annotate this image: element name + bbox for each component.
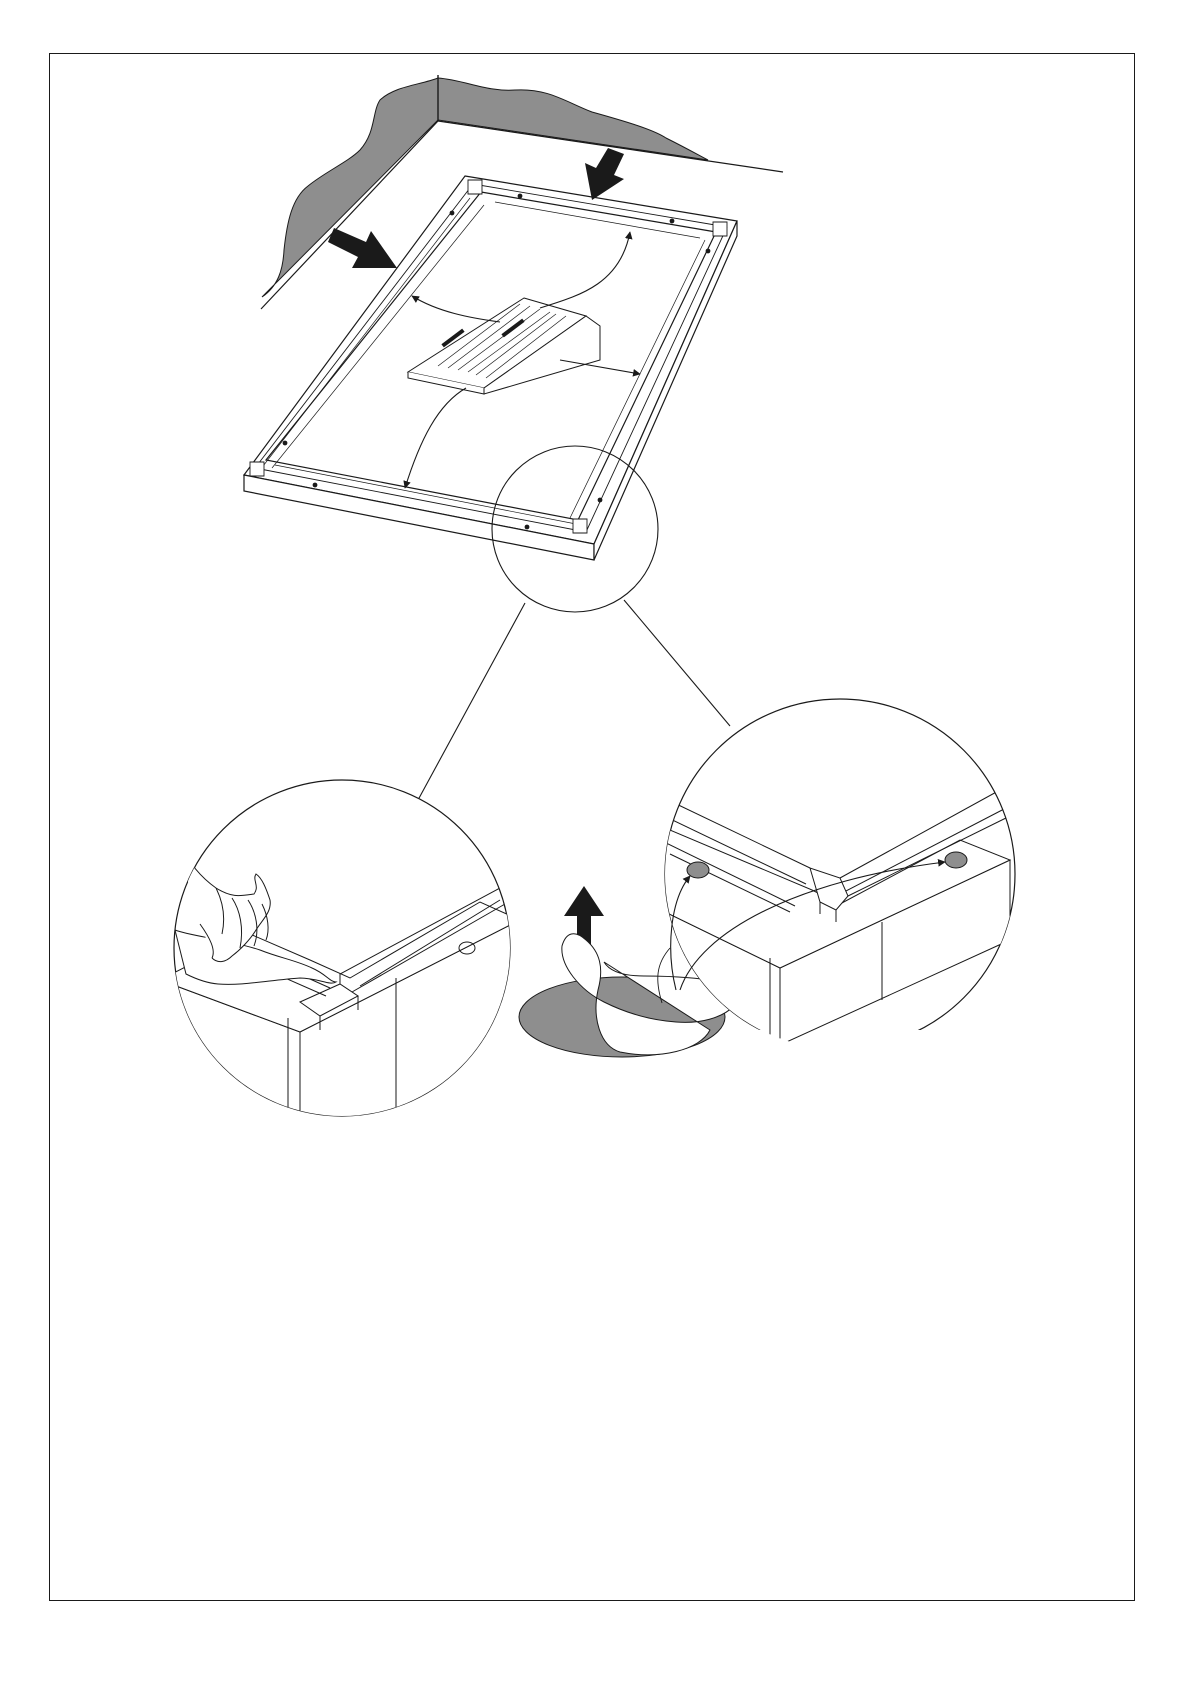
pad-spot-right bbox=[945, 852, 967, 868]
leader-line-right bbox=[624, 600, 730, 726]
pad-spot-left bbox=[687, 862, 709, 878]
push-arrow-left-icon bbox=[328, 228, 397, 268]
ceiling-shading bbox=[438, 78, 708, 160]
leader-line-left bbox=[418, 603, 525, 800]
push-arrow-top-icon bbox=[585, 148, 624, 200]
cleaning-detail bbox=[160, 780, 520, 1160]
